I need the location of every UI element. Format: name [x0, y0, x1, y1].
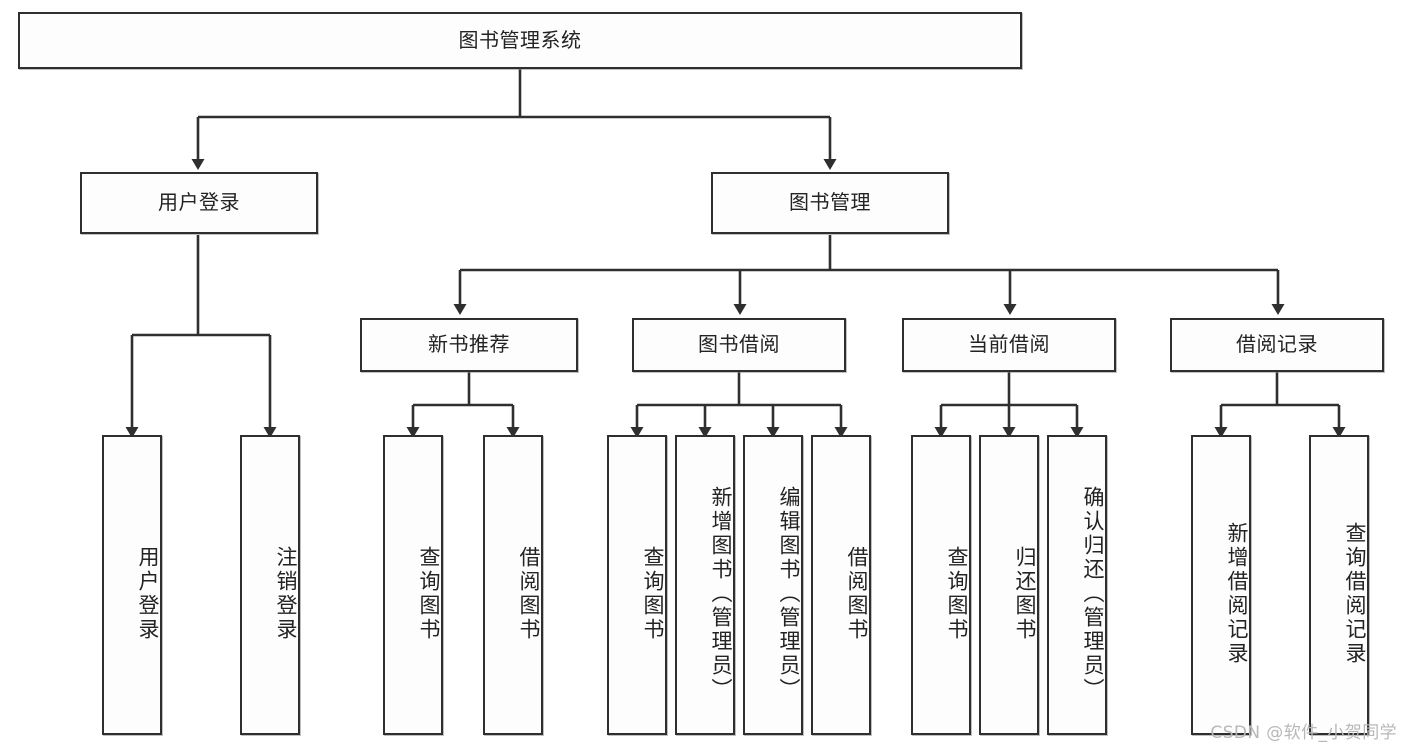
node-new-book-recommend[interactable]: 新书推荐	[360, 318, 578, 372]
leaf-query-book-1[interactable]: 查询图书	[383, 435, 443, 735]
node-current-borrow[interactable]: 当前借阅	[902, 318, 1116, 372]
leaf-add-record[interactable]: 新增借阅记录	[1191, 435, 1251, 735]
node-user-login[interactable]: 用户登录	[80, 172, 318, 234]
leaf-borrow-book-2[interactable]: 借阅图书	[811, 435, 871, 735]
node-book-borrow[interactable]: 图书借阅	[632, 318, 846, 372]
leaf-borrow-book-1[interactable]: 借阅图书	[483, 435, 543, 735]
node-book-manage[interactable]: 图书管理	[711, 172, 949, 234]
leaf-edit-book[interactable]: 编辑图书（管理员）	[743, 435, 803, 735]
leaf-query-book-3[interactable]: 查询图书	[911, 435, 971, 735]
leaf-login[interactable]: 用户登录	[102, 435, 162, 735]
leaf-query-record[interactable]: 查询借阅记录	[1309, 435, 1369, 735]
node-root[interactable]: 图书管理系统	[18, 12, 1022, 69]
node-borrow-record[interactable]: 借阅记录	[1170, 318, 1384, 372]
leaf-logout[interactable]: 注销登录	[240, 435, 300, 735]
leaf-return-book[interactable]: 归还图书	[979, 435, 1039, 735]
leaf-add-book[interactable]: 新增图书（管理员）	[675, 435, 735, 735]
leaf-confirm-return[interactable]: 确认归还（管理员）	[1047, 435, 1107, 735]
leaf-query-book-2[interactable]: 查询图书	[607, 435, 667, 735]
